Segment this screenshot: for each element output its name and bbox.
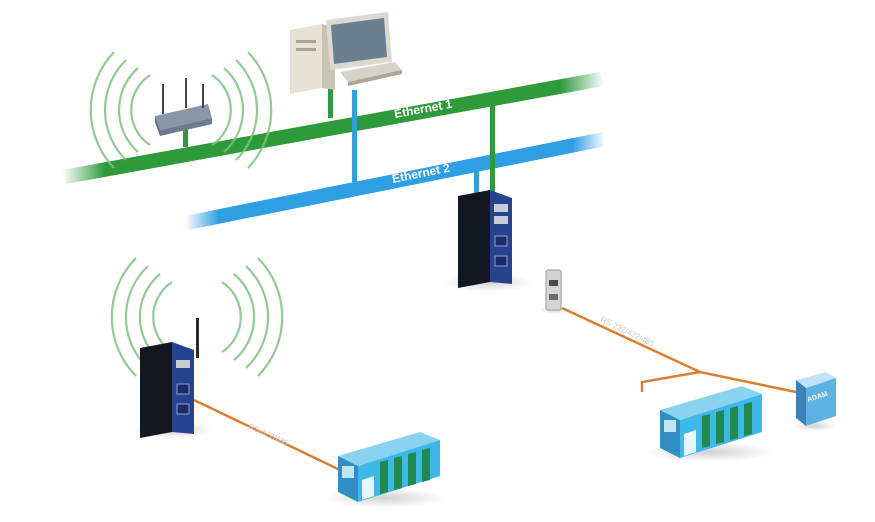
io-module-icon: ADAM [793, 372, 837, 431]
wireless-serial-server-icon [110, 257, 284, 439]
right-serial-link-label: RS-232/422/485 [599, 315, 656, 349]
serial-device-server-icon [444, 190, 532, 292]
router-icon [89, 51, 273, 169]
serial-cables [193, 306, 797, 472]
io-rack-icon [325, 432, 445, 508]
ethernet-drops [183, 88, 495, 198]
desktop-pc-icon [290, 12, 402, 94]
wireless-signal-icon [89, 51, 273, 169]
left-serial-link-label: RS-422/485 [247, 422, 290, 448]
serial-converter-icon [539, 269, 571, 314]
wireless-signal-icon [110, 257, 284, 377]
io-rack-icon [646, 386, 774, 462]
